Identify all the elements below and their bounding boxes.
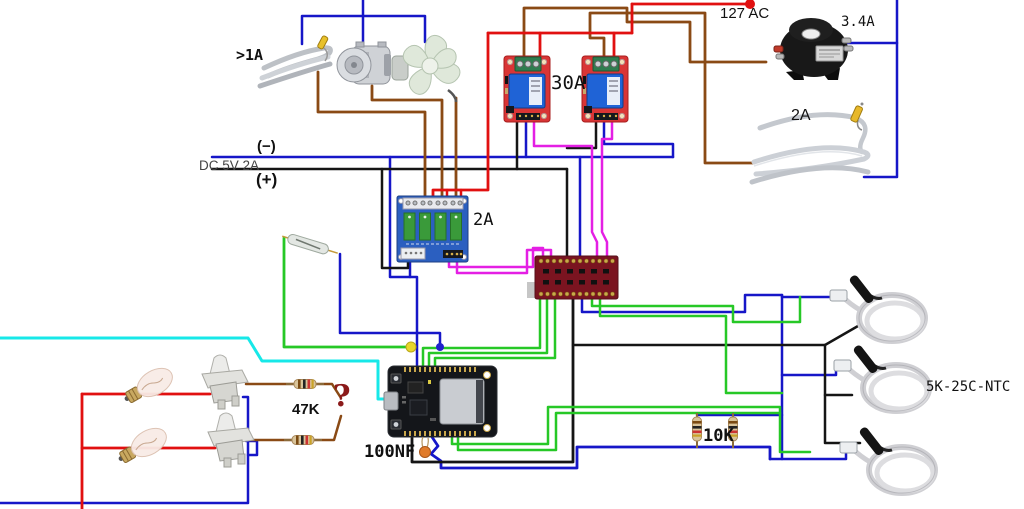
wire-cyan-esp [0,336,393,401]
label-ssr-rating: 2A [473,210,494,230]
defrost-heater [749,102,871,185]
label-relay-rating: 30A [551,72,586,94]
wire-brown-motor [370,84,444,206]
wire-blue-gnd-lane [428,432,772,470]
label-supply-rating: DC 5V 2A [199,158,260,173]
junction-dot-blue [436,343,444,351]
ssr-module-4ch [396,195,469,263]
junction-dot-yellow [405,341,417,353]
label-supply-negative: (−) [257,138,276,155]
esp32-devkit [383,365,498,438]
wire-magenta-ssr2 [455,248,553,275]
wire-green-esp-bottom2 [456,411,782,452]
label-ntc-sensor-type: 5K-25C-NTC [926,379,1011,395]
door-switch-1 [201,354,249,410]
wire-brown-relayB-heater [588,11,756,165]
relay-module-2 [581,55,629,123]
label-capacitor-value: 100NF [364,442,416,462]
wire-green-shifter-esp2 [427,295,549,371]
junction-dot-red [745,0,755,9]
wire-magenta-relayB [600,120,614,261]
resistor-10k-1 [691,412,703,449]
wire-blue-relayB [602,120,675,159]
wire-blue-sensor3 [768,450,848,461]
resistor-47k-1 [285,378,325,390]
label-resistor-10k: 10K [703,426,734,446]
label-ac-mains: 127 AC [720,5,770,22]
wire-magenta-relayA [532,120,599,261]
wire-brown-heater-left [316,70,427,206]
lamp-1 [118,362,178,411]
label-compressor-current: 3.4A [841,14,875,30]
wire-green-esp-bottom1 [450,405,812,454]
wire-green-shifter-esp1 [421,295,542,371]
capacitor-100nf [419,436,431,458]
resistor-47k-2 [283,434,323,446]
ntc-sensor-3 [840,426,935,493]
relay-module-1 [503,55,551,123]
compressor [773,18,854,80]
wire-black-sensor1-diag [823,324,860,347]
wire-brown-relayA-compressor [522,6,768,64]
wire-blue-esp-feed [388,155,419,371]
dc-motor [336,41,391,85]
wire-blue-sensor2 [780,366,838,377]
wire-black-ssr-branch [380,167,410,270]
label-supply-positive: (+) [256,170,278,189]
ntc-sensor-2 [834,344,929,411]
wire-green-reed [282,236,412,349]
heater-element-small [257,35,333,89]
reed-switch [282,233,338,255]
label-unknown-connection: ? [333,379,351,414]
wire-brown-res2-q [312,414,343,442]
label-resistor-47k: 47K [292,401,320,418]
ntc-sensor-1 [830,274,925,341]
wire-green-sensor1 [590,295,802,324]
wire-blue-reed [338,252,442,347]
wire-blue-switch-loop [0,395,250,505]
wire-black-relayB [565,120,598,150]
wire-blue-right-edge [862,0,899,179]
wire-black-gnd-loop [410,295,575,464]
wire-blue-shifter-out [580,293,784,314]
wire-green-sensor2 [598,295,784,395]
label-heater-left-current: >1A [236,46,264,64]
level-shifter-8ch [527,255,619,300]
wire-green-shifter-esp3 [433,295,557,371]
lamp-2 [112,422,172,471]
label-defrost-heater-current: 2A [791,107,811,124]
fan [391,34,461,103]
